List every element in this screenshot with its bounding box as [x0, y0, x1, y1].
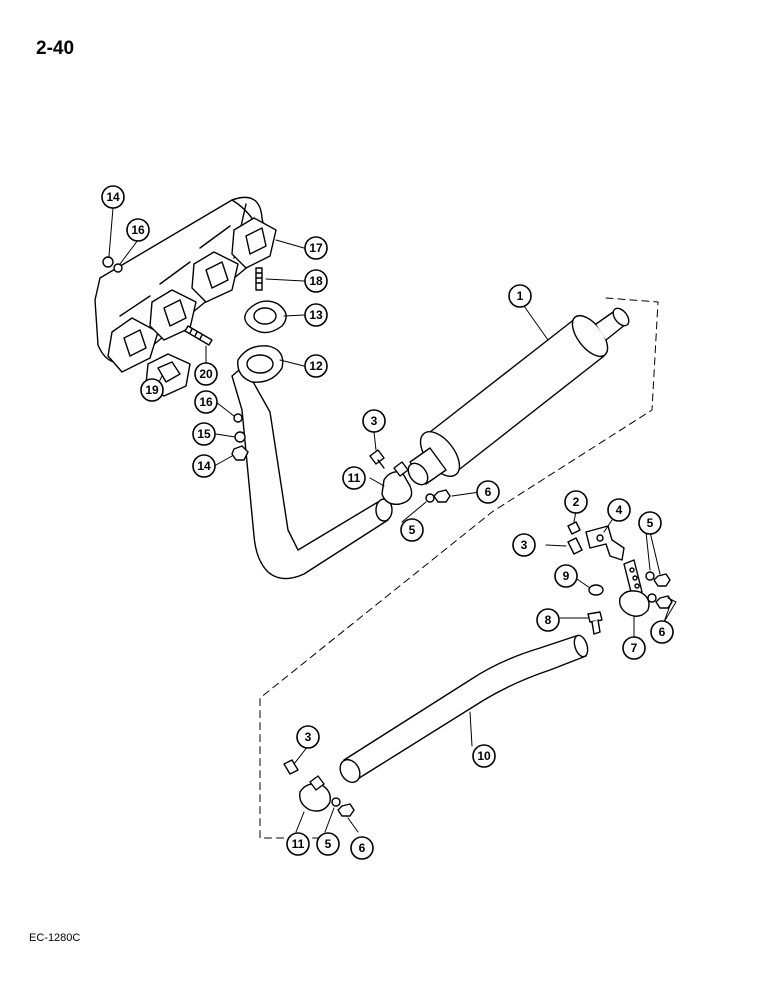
callout-label: 3 [521, 538, 528, 552]
callout-16: 16 [126, 218, 150, 242]
nut-washer-set [645, 571, 673, 609]
callout-label: 10 [477, 749, 491, 763]
callout-label: 11 [292, 837, 305, 851]
lower-hardware [283, 759, 355, 817]
callout-16: 16 [194, 390, 218, 414]
callout-label: 6 [359, 841, 366, 855]
callout-label: 2 [573, 495, 580, 509]
callout-label: 19 [145, 383, 159, 397]
bracket [585, 525, 625, 561]
clamp [299, 775, 331, 812]
manifold-hardware [102, 256, 249, 461]
callout-label: 11 [348, 471, 361, 485]
callout-11: 11 [342, 466, 366, 490]
callout-label: 12 [309, 359, 323, 373]
capscrew [587, 611, 603, 635]
callout-label: 15 [197, 427, 211, 441]
callout-label: 3 [305, 730, 312, 744]
callout-3: 3 [362, 409, 386, 433]
callout-label: 6 [485, 485, 492, 499]
callout-17: 17 [304, 236, 328, 260]
callout-19: 19 [140, 378, 164, 402]
callout-label: 20 [199, 367, 213, 381]
callout-7: 7 [622, 636, 646, 660]
callout-6: 6 [476, 480, 500, 504]
callout-6: 6 [350, 836, 374, 860]
callout-14: 14 [101, 185, 125, 209]
stud [255, 267, 263, 291]
assembly-guide-lines [259, 297, 659, 839]
callout-6: 6 [650, 620, 674, 644]
tail-pipe [339, 634, 589, 784]
callout-label: 9 [563, 569, 570, 583]
callout-5: 5 [638, 511, 662, 535]
callout-label: 14 [106, 190, 120, 204]
callout-label: 7 [631, 641, 638, 655]
page-number: 2-40 [36, 38, 75, 59]
callout-label: 5 [409, 523, 416, 537]
callout-label: 16 [131, 223, 145, 237]
callout-4: 4 [607, 498, 631, 522]
washer [588, 584, 604, 596]
nut-washer-set [425, 489, 451, 503]
figure-code: EC-1280C [29, 932, 81, 944]
callout-2: 2 [564, 490, 588, 514]
callout-3: 3 [296, 725, 320, 749]
callout-label: 3 [371, 414, 378, 428]
clamp [381, 461, 413, 505]
callout-20: 20 [194, 362, 218, 386]
callout-9: 9 [554, 564, 578, 588]
callout-label: 17 [309, 241, 323, 255]
callout-15: 15 [192, 422, 216, 446]
callout-13: 13 [304, 303, 328, 327]
pipe-gasket [244, 300, 287, 334]
callout-label: 5 [647, 516, 654, 530]
callout-label: 8 [545, 613, 552, 627]
exhaust-manifold [94, 196, 277, 373]
callout-label: 14 [197, 459, 211, 473]
exhaust-elbow-pipe [231, 345, 393, 580]
capscrew [369, 449, 385, 469]
capscrew [567, 521, 583, 555]
callout-5: 5 [316, 832, 340, 856]
callout-label: 4 [616, 503, 623, 517]
callout-label: 18 [309, 274, 323, 288]
callout-1: 1 [508, 284, 532, 308]
callout-11: 11 [286, 832, 310, 856]
callout-10: 10 [472, 744, 496, 768]
muffler [407, 307, 630, 486]
callout-label: 5 [325, 837, 332, 851]
callout-3: 3 [512, 533, 536, 557]
callout-label: 13 [309, 308, 323, 322]
callout-14: 14 [192, 454, 216, 478]
callout-label: 1 [517, 289, 524, 303]
callout-label: 6 [659, 625, 666, 639]
callout-12: 12 [304, 354, 328, 378]
bracket-clamp [618, 559, 650, 617]
callout-8: 8 [536, 608, 560, 632]
stud [184, 325, 213, 346]
callout-18: 18 [304, 269, 328, 293]
callout-5: 5 [400, 518, 424, 542]
callout-label: 16 [199, 395, 213, 409]
